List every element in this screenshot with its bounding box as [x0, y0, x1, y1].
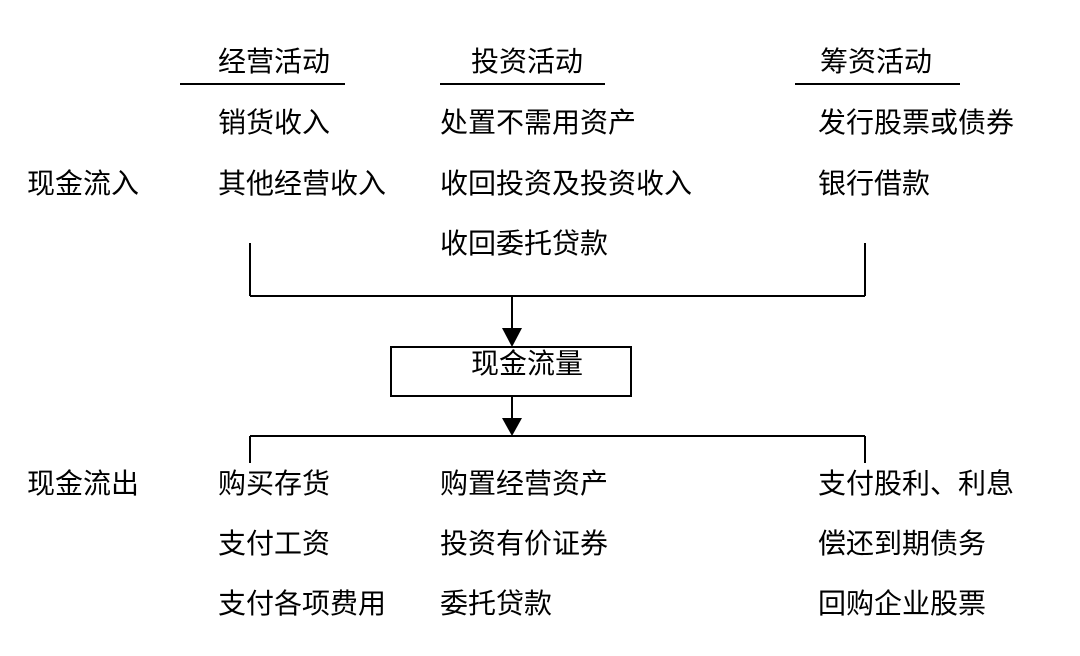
outflow-financing-item: 支付股利、利息: [818, 467, 1015, 500]
header-financing: 筹资活动: [820, 45, 933, 78]
inflow-investing-item: 收回投资及投资收入: [440, 167, 693, 200]
header-investing: 投资活动: [471, 45, 584, 78]
outflow-investing-item: 投资有价证券: [440, 527, 609, 560]
outflow-operating-item: 购买存货: [218, 467, 331, 500]
inflow-investing-item: 处置不需用资产: [440, 106, 637, 139]
cash-flow-box-label: 现金流量: [471, 347, 584, 380]
inflow-operating-item: 销货收入: [218, 106, 331, 139]
row-label-inflow: 现金流入: [27, 167, 140, 200]
inflow-operating-item: 其他经营收入: [218, 167, 387, 200]
outflow-investing-item: 委托贷款: [440, 587, 553, 620]
outflow-financing-item: 回购企业股票: [818, 587, 987, 620]
outflow-operating-item: 支付工资: [218, 527, 331, 560]
outflow-financing-item: 偿还到期债务: [818, 527, 987, 560]
outflow-operating-item: 支付各项费用: [218, 587, 387, 620]
inflow-financing-item: 发行股票或债券: [818, 106, 1015, 139]
row-label-outflow: 现金流出: [27, 467, 140, 500]
inflow-investing-item: 收回委托贷款: [440, 227, 609, 260]
inflow-arrow-head: [502, 328, 522, 347]
header-operating: 经营活动: [218, 45, 331, 78]
outflow-investing-item: 购置经营资产: [440, 467, 609, 500]
inflow-financing-item: 银行借款: [818, 167, 931, 200]
outflow-arrow-head: [502, 418, 522, 436]
